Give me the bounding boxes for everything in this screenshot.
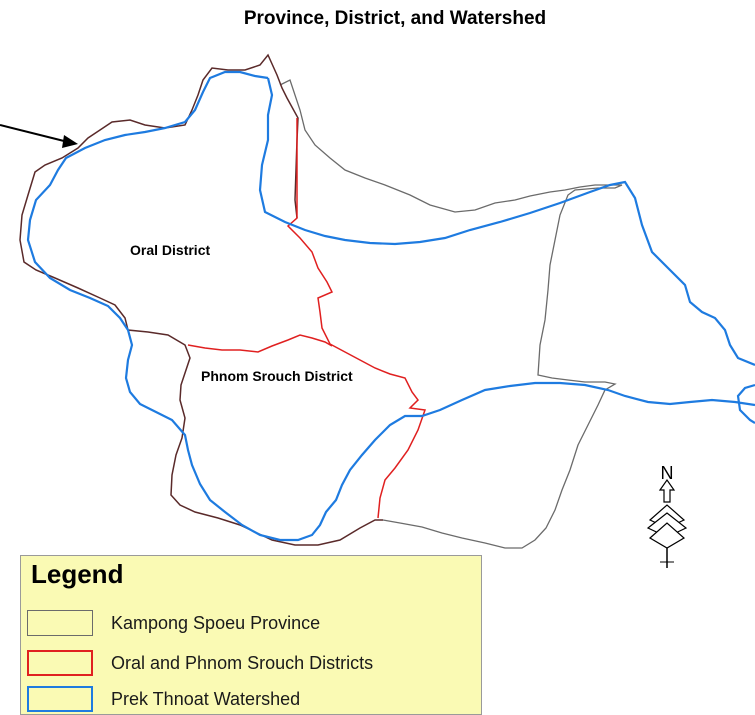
- north-arrow-label: N: [661, 463, 674, 483]
- legend-item-province: Kampong Spoeu Province: [27, 608, 320, 638]
- phnom-srouch-district-label: Phnom Srouch District: [201, 368, 353, 384]
- pointer-arrow: [0, 124, 78, 148]
- north-arrow-icon: [646, 478, 688, 568]
- legend-label-districts: Oral and Phnom Srouch Districts: [111, 652, 374, 673]
- district-outer-boundary: [19, 53, 383, 546]
- legend-swatch-province: [27, 610, 93, 636]
- legend-label-province: Kampong Spoeu Province: [111, 612, 321, 633]
- map-title: Province, District, and Watershed: [243, 8, 547, 29]
- district-divider: [286, 118, 427, 519]
- oral-district-label: Oral District: [130, 242, 211, 258]
- legend-swatch-watershed: [27, 686, 93, 712]
- legend-swatch-districts: [27, 650, 93, 676]
- legend-box: Legend Kampong Spoeu Province Oral and P…: [20, 555, 482, 715]
- legend-item-districts: Oral and Phnom Srouch Districts: [27, 648, 373, 678]
- legend-label-watershed: Prek Thnoat Watershed: [111, 688, 301, 709]
- legend-title: Legend: [31, 559, 124, 589]
- district-divider-west: [187, 334, 333, 353]
- legend-item-watershed: Prek Thnoat Watershed: [27, 684, 300, 714]
- province-boundary: [279, 79, 623, 549]
- watershed-boundary: [26, 70, 755, 542]
